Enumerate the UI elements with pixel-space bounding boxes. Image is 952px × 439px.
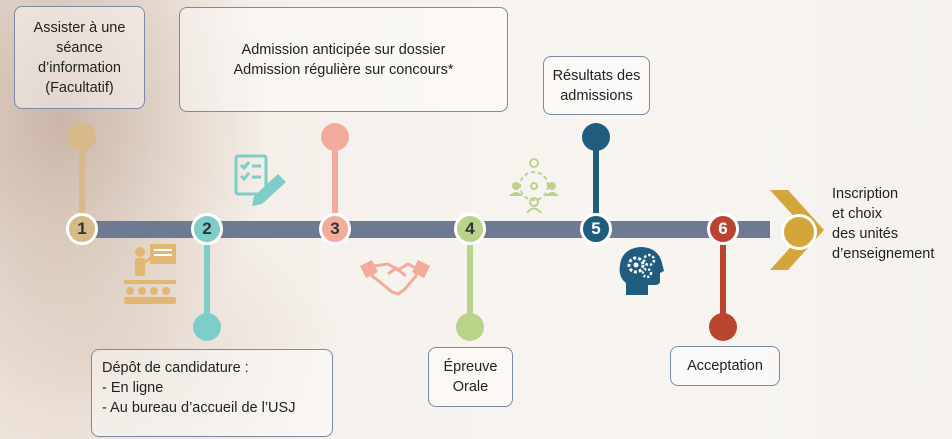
step-4-box: Épreuve Orale (428, 347, 513, 407)
step-5-node: 5 (580, 213, 612, 245)
timeline-bar (70, 221, 770, 238)
step-2-box: Dépôt de candidature : - En ligne - Au b… (91, 349, 333, 437)
step-4-node: 4 (454, 213, 486, 245)
step-3-line-2: Admission régulière sur concours* (233, 61, 454, 78)
step-1-stem (79, 145, 85, 223)
step-6-line-1: Acceptation (687, 358, 763, 374)
step-2-line-3: - Au bureau d’accueil de l’USJ (102, 400, 296, 416)
step-4-stem (467, 236, 473, 326)
step-2-node: 2 (191, 213, 223, 245)
step-3-box: Admission anticipée sur dossier Admissio… (179, 7, 508, 112)
step-2-dot (193, 313, 221, 341)
step-6-stem (720, 236, 726, 326)
step-3-stem (332, 145, 338, 223)
step-5-line-1: Résultats des (552, 67, 641, 84)
step-1-dot (68, 123, 96, 151)
step-1-node: 1 (66, 213, 98, 245)
step-1-line-1: Assister à une (33, 19, 126, 36)
handshake-icon (360, 260, 430, 296)
step-6-dot (709, 313, 737, 341)
step-1-line-3: d’information (37, 59, 121, 76)
step-3-line-1: Admission anticipée sur dossier (241, 41, 446, 58)
step-5-box: Résultats des admissions (543, 56, 650, 115)
step-2-stem (204, 236, 210, 326)
presenter-audience-icon (124, 244, 176, 304)
final-step-label: Inscription et choix des unités d’enseig… (832, 184, 950, 264)
step-6-node: 6 (707, 213, 739, 245)
final-line-2: et choix (832, 206, 882, 222)
step-4-line-1: Épreuve (443, 359, 498, 375)
step-3-dot (321, 123, 349, 151)
step-2-line-1: Dépôt de candidature : (102, 360, 249, 376)
step-5-dot (582, 123, 610, 151)
final-line-4: d’enseignement (832, 246, 935, 262)
final-line-1: Inscription (832, 186, 899, 202)
step-4-dot (456, 313, 484, 341)
step-1-line-2: séance (56, 39, 103, 56)
checklist-pencil-icon (234, 154, 286, 206)
final-line-3: des unités (832, 226, 899, 242)
head-gears-icon (619, 247, 664, 295)
step-3-node: 3 (319, 213, 351, 245)
step-5-line-2: admissions (560, 87, 633, 104)
people-network-icon (509, 158, 559, 214)
step-4-line-2: Orale (452, 379, 489, 395)
step-1-line-4: (Facultatif) (45, 79, 114, 96)
step-1-box: Assister à une séance d’information (Fac… (14, 6, 145, 109)
step-2-line-2: - En ligne (102, 380, 164, 396)
step-5-stem (593, 145, 599, 223)
step-6-box: Acceptation (670, 346, 780, 386)
final-circle (781, 214, 817, 250)
